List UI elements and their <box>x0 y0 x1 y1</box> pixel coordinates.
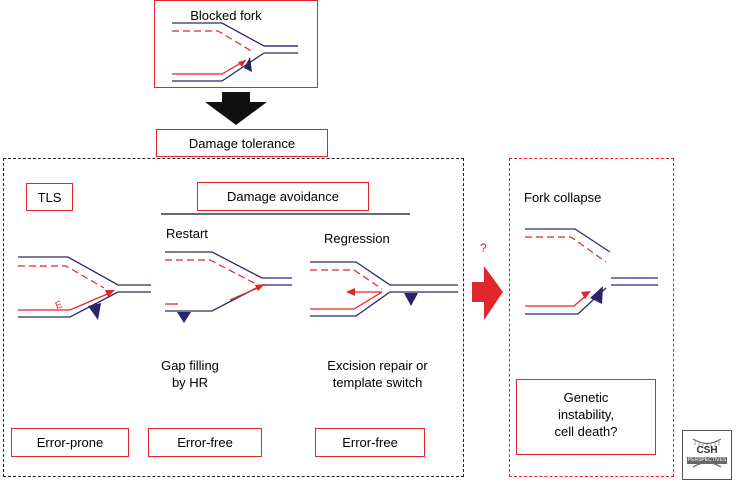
restart-fork-drawing <box>165 251 292 323</box>
regression-mechanism-line1: Excision repair or <box>327 358 428 373</box>
down-arrow-icon <box>205 92 267 125</box>
damage-tolerance-box: Damage tolerance <box>156 129 328 157</box>
blocked-fork-arrowhead-icon <box>238 60 246 67</box>
restart-mechanism-line2: by HR <box>171 375 209 390</box>
csh-perspectives-logo: CSH PERSPECTIVES <box>682 430 732 480</box>
restart-lesion-icon <box>177 312 191 323</box>
collapse-arrowhead-icon <box>581 291 591 299</box>
regression-arrowhead-icon <box>346 288 355 296</box>
logo-text-perspectives: PERSPECTIVES <box>687 457 727 464</box>
tls-polymerase-mark: E <box>54 299 64 312</box>
collapse-lesion-icon <box>590 286 603 304</box>
error-prone-box: Error-prone <box>11 428 129 457</box>
genetic-instability-line2: instability, <box>557 407 615 422</box>
tolerance-pathways-group <box>3 158 464 477</box>
genetic-instability-line3: cell death? <box>554 424 618 439</box>
restart-label: Restart <box>166 226 208 241</box>
tls-label: TLS <box>37 190 62 205</box>
question-mark: ? <box>480 241 487 255</box>
restart-mechanism-text: Gap filling by HR <box>160 357 220 391</box>
regression-error-free-label: Error-free <box>342 435 398 450</box>
fork-collapse-label: Fork collapse <box>524 190 602 205</box>
blocked-fork-title: Blocked fork <box>190 8 262 23</box>
restart-mechanism-line1: Gap filling <box>161 358 219 373</box>
genetic-instability-box: Genetic instability, cell death? <box>516 379 656 455</box>
regression-mechanism-line2: template switch <box>332 375 423 390</box>
tls-fork-drawing: E <box>18 256 151 320</box>
fork-collapse-drawing <box>525 228 658 315</box>
restart-error-free-box: Error-free <box>148 428 262 457</box>
tls-arrowhead-icon <box>105 290 115 297</box>
tls-box: TLS <box>26 183 73 211</box>
regression-lesion-icon <box>404 293 418 306</box>
damage-avoidance-label: Damage avoidance <box>226 189 340 204</box>
regression-error-free-box: Error-free <box>315 428 425 457</box>
regression-label: Regression <box>324 231 390 246</box>
blocked-fork-drawing <box>172 22 298 82</box>
genetic-instability-line1: Genetic <box>563 390 609 405</box>
regression-fork-drawing <box>310 261 458 317</box>
logo-text-csh: CSH <box>696 445 718 456</box>
damage-tolerance-label: Damage tolerance <box>188 136 296 151</box>
restart-arrowhead-icon <box>255 284 265 291</box>
blocked-fork-lesion-icon <box>244 57 252 72</box>
tls-lesion-icon <box>88 303 101 320</box>
blocked-fork-box: Blocked fork <box>154 0 318 88</box>
collapse-arrow-icon <box>472 266 503 320</box>
genetic-instability-text: Genetic instability, cell death? <box>517 389 655 440</box>
restart-error-free-label: Error-free <box>177 435 233 450</box>
damage-avoidance-box: Damage avoidance <box>197 182 369 211</box>
error-prone-label: Error-prone <box>36 435 104 450</box>
fork-collapse-group <box>509 158 674 477</box>
regression-mechanism-text: Excision repair or template switch <box>300 357 455 391</box>
